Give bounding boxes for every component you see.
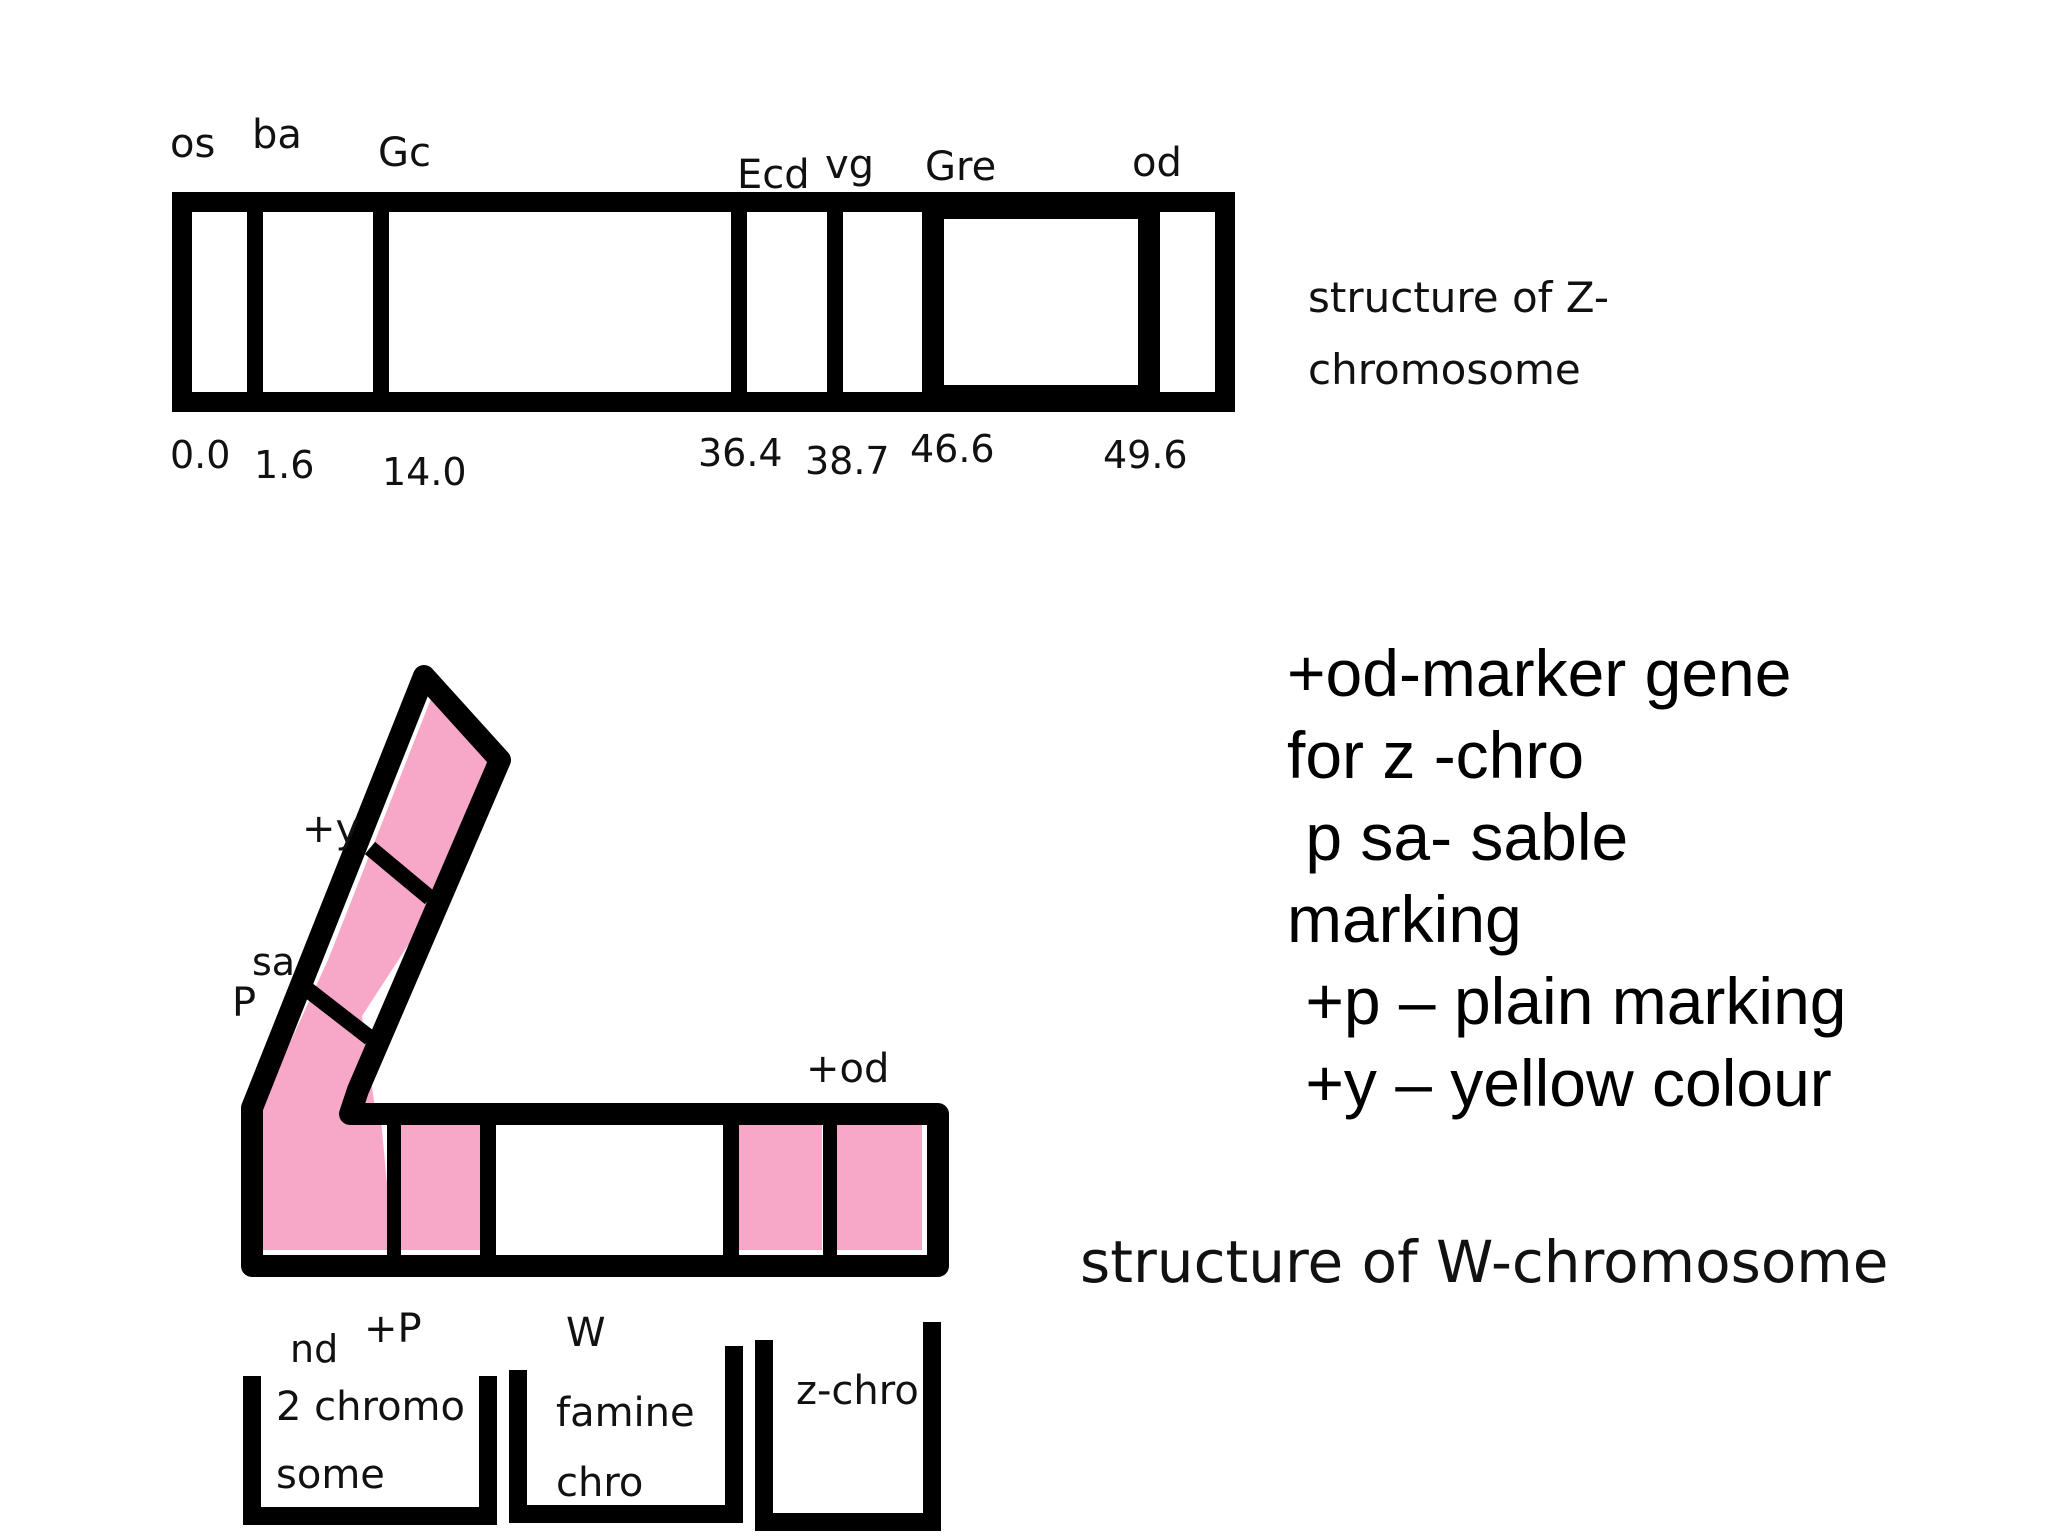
box-label-second-line1: 2 chromo: [276, 1384, 465, 1430]
note-line-plus-y: +y – yellow colour: [1287, 1046, 1832, 1120]
z-gene-label-gc: Gc: [378, 130, 431, 176]
legend-notes: +od-marker gene for z -chro p sa- sable …: [1287, 632, 2007, 1124]
z-gene-label-od: od: [1132, 140, 1182, 186]
z-gene-label-vg: vg: [825, 142, 874, 188]
bracket-box-z-chro: [755, 1322, 941, 1531]
note-line-p-sa: p sa- sable: [1287, 800, 1629, 874]
w-arm-crossband-top: [364, 841, 436, 905]
w-label-p-sa-sa: sa: [252, 940, 295, 984]
note-line-plus-p: +p – plain marking: [1287, 964, 1847, 1038]
z-caption-line1: structure of Z-: [1308, 273, 1609, 322]
w-arm-pink-region: [259, 686, 494, 1250]
w-caption: structure of W-chromosome: [1080, 1228, 1889, 1296]
box-label-z-chro: z-chro: [796, 1368, 919, 1414]
z-position-0: 0.0: [170, 433, 230, 477]
note-line-marking: marking: [1287, 882, 1522, 956]
w-pink-band-plus-od-right: [835, 1122, 922, 1250]
z-position-4: 38.7: [805, 439, 890, 483]
z-chromosome-bar: [172, 192, 1235, 412]
w-label-p-sa-p: P: [232, 980, 256, 1026]
w-pink-band-plus-od-left: [738, 1122, 822, 1250]
z-gene-label-ecd: Ecd: [737, 152, 810, 198]
w-label-plus-p: +P: [364, 1306, 422, 1352]
box-label-famine-w: W: [566, 1310, 606, 1356]
z-gre-region-fill: [930, 205, 1160, 399]
box-label-famine-line2: chro: [556, 1460, 643, 1506]
z-gene-label-os: os: [170, 121, 215, 167]
z-gene-label-ba: ba: [252, 112, 302, 158]
z-position-6: 49.6: [1103, 433, 1188, 477]
box-label-second-line2: some: [276, 1452, 385, 1498]
z-gene-label-gre: Gre: [925, 144, 996, 190]
w-chromosome: +y P sa +od +P nd 2 chromo some W famine…: [232, 665, 1889, 1531]
note-line-od-marker: +od-marker gene: [1287, 636, 1792, 710]
w-chromosome-arm-outline: [241, 665, 949, 1277]
z-position-1: 1.6: [254, 443, 314, 487]
z-chromosome: os ba Gc Ecd vg Gre od 0.0 1.6 14.0 36.4…: [170, 112, 1609, 494]
z-position-2: 14.0: [382, 450, 467, 494]
w-label-plus-od: +od: [806, 1046, 889, 1092]
w-arm-crossband-middle: [303, 983, 375, 1045]
z-position-3: 36.4: [698, 431, 783, 475]
note-line-for-z-chro: for z -chro: [1287, 718, 1585, 792]
w-pink-band-plus-p: [399, 1122, 483, 1250]
z-position-5: 46.6: [910, 427, 995, 471]
w-label-plus-y: +y: [302, 806, 359, 852]
bracket-box-second-chromosome: [243, 1376, 497, 1525]
bracket-box-famine-chro: [509, 1346, 743, 1523]
box-label-famine-line1: famine: [556, 1390, 695, 1436]
box-label-second-sup: nd: [290, 1327, 338, 1371]
z-caption-line2: chromosome: [1308, 345, 1581, 394]
